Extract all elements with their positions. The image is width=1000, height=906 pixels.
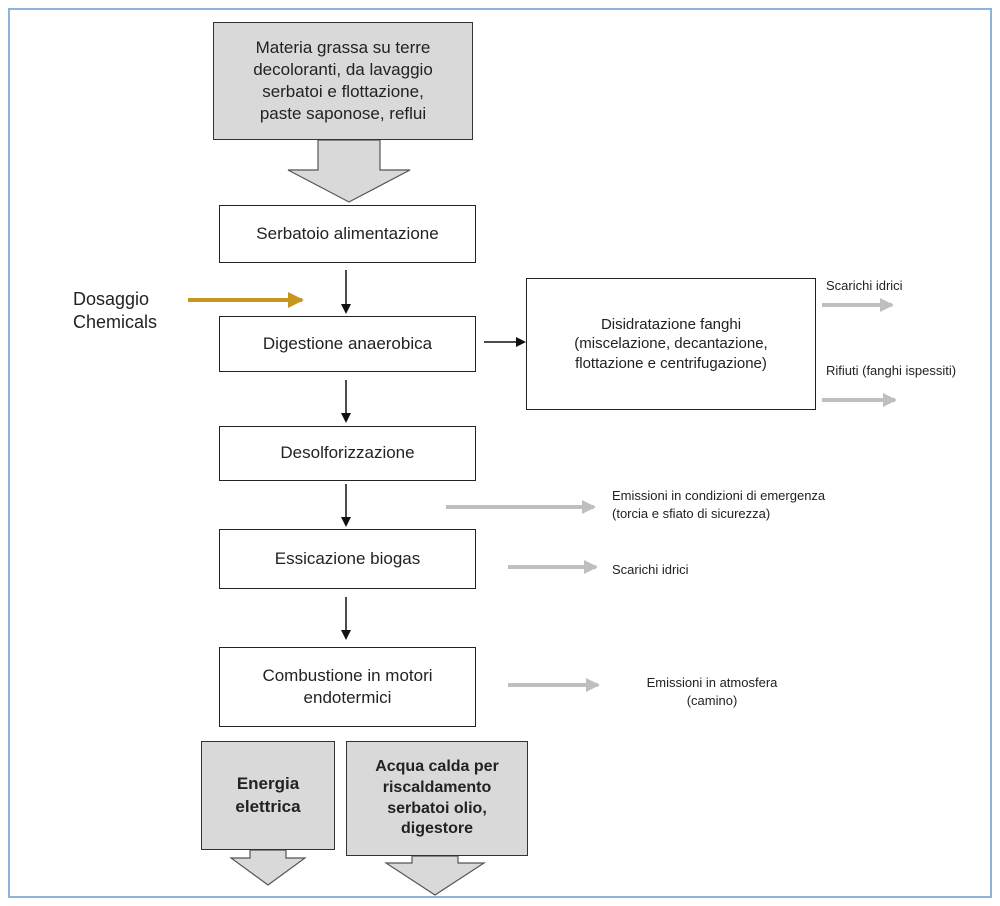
step-combustion: Combustione in motori endotermici [219, 647, 476, 727]
diagram-frame [8, 8, 992, 898]
step-feed-tank: Serbatoio alimentazione [219, 205, 476, 263]
electricity-flow-arrow [229, 849, 307, 886]
step-desulfurization: Desolforizzazione [219, 426, 476, 481]
output-electricity-box: Energia elettrica [201, 741, 335, 850]
sludge-dewatering-box: Disidratazione fanghi (miscelazione, dec… [526, 278, 816, 410]
step-biogas-drying: Essicazione biogas [219, 529, 476, 589]
sludge-water-discharge-label: Scarichi idrici [826, 278, 903, 293]
hot-water-flow-arrow [383, 855, 487, 896]
sludge-waste-label: Rifiuti (fanghi ispessiti) [826, 363, 957, 378]
emergency-emissions-label: Emissioni in condizioni di emergenza (to… [612, 488, 826, 521]
dosing-chemicals-label: Dosaggio Chemicals [73, 289, 158, 332]
drying-water-discharge-label: Scarichi idrici [612, 562, 689, 577]
output-hot-water-box: Acqua calda per riscaldamento serbatoi o… [346, 741, 528, 856]
input-materials-box: Materia grassa su terre decoloranti, da … [213, 22, 473, 140]
atmosphere-emissions-label: Emissioni in atmosfera (camino) [646, 675, 778, 708]
input-flow-arrow [287, 139, 411, 203]
step-anaerobic-digestion: Digestione anaerobica [219, 316, 476, 372]
input-materials-text: Materia grassa su terre decoloranti, da … [253, 37, 433, 124]
